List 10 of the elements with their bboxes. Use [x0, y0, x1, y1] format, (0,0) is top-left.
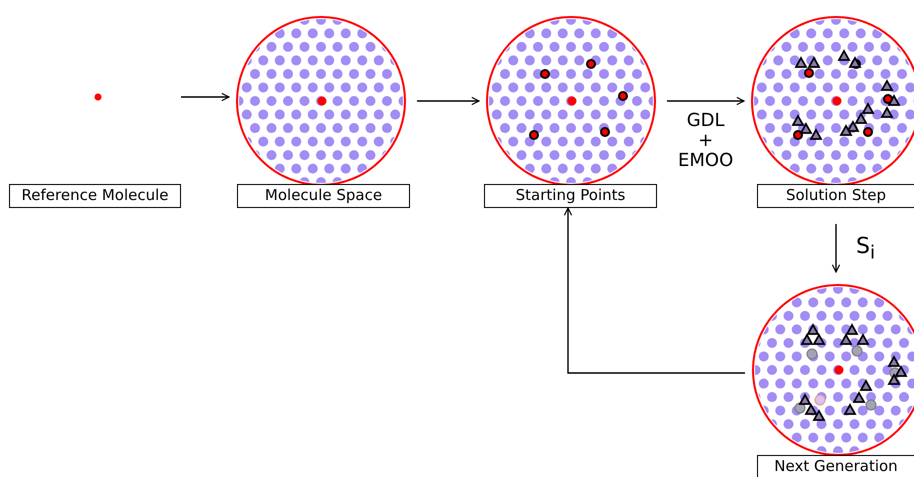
caption-box: Starting Points	[484, 184, 657, 208]
arrow	[181, 92, 230, 102]
arrow	[667, 96, 745, 106]
arrow	[417, 96, 480, 106]
caption-box: Next Generation	[757, 455, 914, 477]
caption-box: Molecule Space	[237, 184, 410, 208]
caption-box: Reference Molecule	[9, 184, 181, 208]
arrow	[564, 207, 745, 374]
caption-box: Solution Step	[757, 184, 914, 208]
arrow	[832, 224, 840, 273]
